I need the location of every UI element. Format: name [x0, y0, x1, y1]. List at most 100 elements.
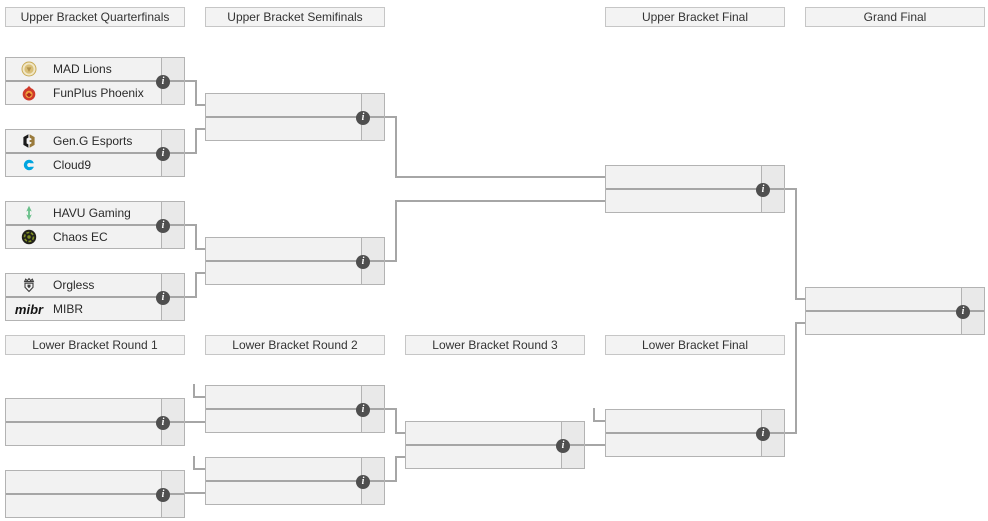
connector-segment [185, 296, 197, 298]
team-name: FunPlus Phoenix [53, 86, 144, 100]
havu-logo-icon [11, 205, 47, 221]
match-ubqf-1: MAD Lions FunPlus Phoenix i [5, 57, 185, 105]
match-divider [606, 432, 784, 434]
connector-segment [193, 456, 195, 470]
match-divider [6, 224, 184, 226]
info-circle-icon[interactable]: i [156, 488, 170, 502]
match-divider [606, 188, 784, 190]
team-row-chaos[interactable]: Chaos EC [6, 226, 184, 248]
connector-segment [585, 444, 605, 446]
match-divider [6, 296, 184, 298]
connector-segment [385, 408, 397, 410]
match-grand-final: i [805, 287, 985, 335]
header-upper-bracket-semifinals: Upper Bracket Semifinals [205, 7, 385, 27]
mibr-wordmark-icon: mibr [14, 301, 44, 317]
team-row-havu[interactable]: HAVU Gaming [6, 202, 184, 224]
connector-segment [395, 456, 397, 482]
funplus-phoenix-logo-icon [11, 85, 47, 101]
connector-segment [395, 116, 397, 178]
connector-segment [593, 420, 605, 422]
connector-segment [385, 480, 397, 482]
match-ubsf-2: i [205, 237, 385, 285]
connector-segment [385, 260, 397, 262]
match-ubqf-4: Orgless mibr MIBR i [5, 273, 185, 321]
connector-segment [395, 432, 405, 434]
team-name: MIBR [53, 302, 83, 316]
info-circle-icon[interactable]: i [156, 219, 170, 233]
info-circle-icon[interactable]: i [356, 403, 370, 417]
match-divider [806, 310, 984, 312]
info-circle-icon[interactable]: i [356, 475, 370, 489]
connector-segment [185, 152, 197, 154]
match-lbr2-2: i [205, 457, 385, 505]
connector-segment [193, 468, 205, 470]
header-lower-bracket-round-3: Lower Bracket Round 3 [405, 335, 585, 355]
match-ub-final: i [605, 165, 785, 213]
team-row-orgless[interactable]: Orgless [6, 274, 184, 296]
team-name: Chaos EC [53, 230, 108, 244]
match-ubsf-1: i [205, 93, 385, 141]
info-circle-icon[interactable]: i [756, 183, 770, 197]
connector-segment [785, 188, 797, 190]
connector-segment [195, 80, 197, 106]
match-divider [6, 80, 184, 82]
connector-segment [785, 432, 797, 434]
connector-segment [395, 200, 605, 202]
info-circle-icon[interactable]: i [556, 439, 570, 453]
match-divider [6, 493, 184, 495]
team-name: Orgless [53, 278, 95, 292]
connector-segment [195, 272, 197, 298]
info-circle-icon[interactable]: i [156, 147, 170, 161]
connector-segment [195, 128, 205, 130]
match-ubqf-2: Gen.G Esports Cloud9 i [5, 129, 185, 177]
header-upper-bracket-quarterfinals: Upper Bracket Quarterfinals [5, 7, 185, 27]
team-row-mad-lions[interactable]: MAD Lions [6, 58, 184, 80]
info-circle-icon[interactable]: i [156, 416, 170, 430]
team-row-geng[interactable]: Gen.G Esports [6, 130, 184, 152]
info-circle-icon[interactable]: i [156, 291, 170, 305]
connector-segment [195, 128, 197, 154]
match-lbr2-1: i [205, 385, 385, 433]
connector-segment [385, 116, 397, 118]
connector-segment [395, 176, 605, 178]
team-name: Gen.G Esports [53, 134, 133, 148]
header-lower-bracket-round-2: Lower Bracket Round 2 [205, 335, 385, 355]
match-divider [206, 408, 384, 410]
connector-segment [795, 322, 805, 324]
info-circle-icon[interactable]: i [356, 111, 370, 125]
header-upper-bracket-final: Upper Bracket Final [605, 7, 785, 27]
connector-segment [195, 272, 205, 274]
connector-segment [185, 492, 205, 494]
connector-segment [395, 456, 405, 458]
connector-segment [193, 396, 205, 398]
match-divider [206, 480, 384, 482]
team-row-mibr[interactable]: mibr MIBR [6, 298, 184, 320]
match-divider [206, 116, 384, 118]
connector-segment [185, 421, 205, 423]
header-grand-final: Grand Final [805, 7, 985, 27]
connector-segment [795, 322, 797, 434]
header-lower-bracket-round-1: Lower Bracket Round 1 [5, 335, 185, 355]
connector-segment [195, 248, 205, 250]
connector-segment [795, 188, 797, 300]
match-lbr1-2: i [5, 470, 185, 518]
connector-segment [195, 104, 205, 106]
info-circle-icon[interactable]: i [356, 255, 370, 269]
team-row-cloud9[interactable]: Cloud9 [6, 154, 184, 176]
geng-logo-icon [11, 133, 47, 149]
match-lbr3: i [405, 421, 585, 469]
match-divider [6, 152, 184, 154]
orgless-logo-icon [11, 277, 47, 293]
connector-segment [395, 200, 397, 262]
info-circle-icon[interactable]: i [756, 427, 770, 441]
match-divider [6, 421, 184, 423]
connector-segment [593, 408, 595, 422]
team-row-funplus-phoenix[interactable]: FunPlus Phoenix [6, 82, 184, 104]
info-circle-icon[interactable]: i [956, 305, 970, 319]
info-circle-icon[interactable]: i [156, 75, 170, 89]
match-ubqf-3: HAVU Gaming Chaos EC i [5, 201, 185, 249]
team-name: Cloud9 [53, 158, 92, 172]
match-divider [206, 260, 384, 262]
mad-lions-logo-icon [11, 61, 47, 77]
